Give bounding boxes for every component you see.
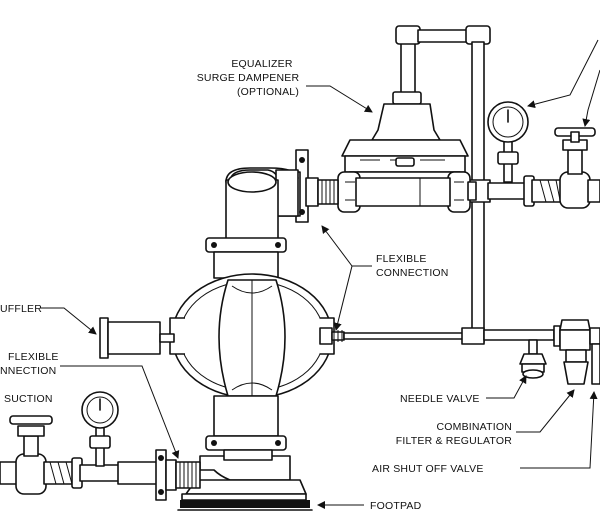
label-air-shut-off-valve: AIR SHUT OFF VALVE [372,463,484,475]
label-equalizer-line3: (OPTIONAL) [237,86,299,98]
label-footpad: FOOTPAD [370,500,422,512]
leader-lines [40,85,598,509]
label-needle-valve: NEEDLE VALVE [400,393,480,405]
label-flexible-right-line2: CONNECTION [376,267,449,279]
label-flexible-left-line2: NNECTION [0,365,56,377]
muffler [99,317,175,359]
label-flexible-left-line1: FLEXIBLE [8,351,59,363]
surge-dampener [337,91,477,213]
label-flexible-right-line1: FLEXIBLE [376,253,427,265]
label-equalizer-line1: EQUALIZER [231,58,293,70]
label-suction: SUCTION [4,393,53,405]
label-combination-line2: FILTER & REGULATOR [396,435,512,447]
labels: EQUALIZER SURGE DAMPENER (OPTIONAL) FLEX… [0,58,512,512]
label-equalizer-line2: SURGE DAMPENER [197,72,300,84]
suction-piping [0,391,201,501]
label-muffler: UFFLER [0,303,42,315]
diaphragm-pump [169,167,345,511]
label-combination-line1: COMBINATION [436,421,512,433]
upper-flexible-connection [295,149,339,223]
air-supply-line [343,319,600,385]
